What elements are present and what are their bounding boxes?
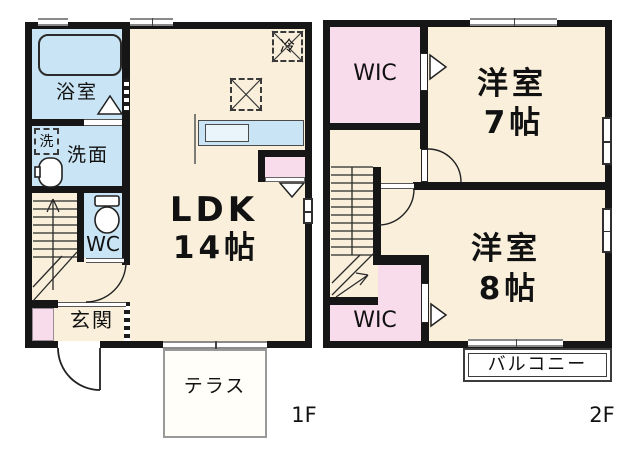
balcony-outline	[463, 348, 612, 382]
window-ldk-top	[130, 18, 173, 26]
wall-wic-lower-right-a	[421, 255, 429, 283]
bath-label: 浴室	[55, 80, 98, 103]
front-door	[57, 347, 101, 391]
balcony-inner-rail	[468, 353, 607, 377]
room8-size-label: 8帖	[478, 270, 540, 307]
window-room8-right	[602, 208, 612, 253]
entrance-step	[58, 302, 126, 307]
room8-name-label: 洋室	[471, 230, 541, 267]
wall-bath-washroom	[32, 119, 84, 126]
window-tick	[151, 18, 153, 26]
terrace-sliding-door	[163, 341, 267, 349]
room7-name-label: 洋室	[477, 65, 547, 102]
wall-storage-top	[258, 150, 305, 157]
wall-room-divider	[413, 182, 612, 190]
wic-lower-label: WIC	[353, 308, 397, 333]
window-ldk-right	[303, 198, 313, 224]
wall-wic-lower-top	[373, 255, 428, 265]
wic-upper-door-gap	[420, 53, 428, 91]
window-room7-right	[602, 117, 612, 165]
storage-front-band	[265, 177, 305, 182]
wic-upper-label: WIC	[353, 61, 397, 86]
window-tick	[215, 341, 217, 349]
wall-wic-upper-right-b	[420, 91, 428, 149]
room7-door-leaf	[421, 149, 428, 182]
laundry-box	[34, 128, 59, 155]
bathtub	[38, 34, 122, 76]
wall-ldk-left	[122, 29, 130, 265]
wic-lower-area-b	[330, 305, 421, 341]
front-door-opening	[58, 341, 100, 349]
balcony-label: バルコニー	[487, 354, 588, 375]
dining-table-box	[230, 78, 262, 111]
wall-wic-lower-right-b	[421, 323, 429, 341]
wall-stairs2-right	[373, 167, 381, 257]
window-tick	[513, 18, 515, 26]
window-tick	[304, 211, 312, 213]
wic-lower-door-gap	[421, 283, 429, 323]
washroom-label: 洗面	[66, 143, 109, 166]
terrace-outline	[163, 349, 267, 438]
storage-area	[265, 157, 305, 177]
floor1-label: 1F	[291, 402, 317, 427]
window-tick	[603, 141, 611, 143]
room7-size-label: 7帖	[483, 104, 545, 141]
wall-wic-upper-bottom	[330, 123, 428, 130]
wall-storage-left	[258, 150, 265, 182]
terrace-label: テラス	[183, 374, 247, 397]
wc-door-opening	[86, 258, 124, 263]
window-room8-bottom	[468, 339, 563, 347]
wall-stairs2-bottom	[323, 297, 378, 305]
wall-hatch-bath	[124, 78, 129, 111]
bath-door-opening	[84, 119, 122, 126]
window-tick	[603, 230, 611, 232]
window-room7-top	[470, 18, 557, 26]
wc-label: WC	[86, 232, 120, 256]
floor2-label: 2F	[589, 402, 615, 427]
wall-entrance-stub	[25, 300, 58, 308]
ldk-name-label: LDK	[169, 190, 259, 230]
wall-wic-upper-right-a	[420, 27, 428, 53]
window-tick	[515, 339, 517, 347]
window-bath-top	[38, 18, 68, 26]
ldk-size-label: 14帖	[172, 229, 260, 266]
laundry-label: 洗	[39, 133, 54, 150]
kitchen-sink	[205, 124, 249, 142]
wall-stairs-wc	[77, 188, 84, 262]
wic-upper-area	[330, 27, 420, 123]
wall-entrance-ldk-dashed	[124, 302, 130, 341]
room8-door-opening	[378, 183, 414, 189]
fridge-label: 冷	[279, 37, 295, 55]
entrance-label: 玄関	[70, 308, 114, 332]
shoe-cabinet	[32, 308, 54, 341]
